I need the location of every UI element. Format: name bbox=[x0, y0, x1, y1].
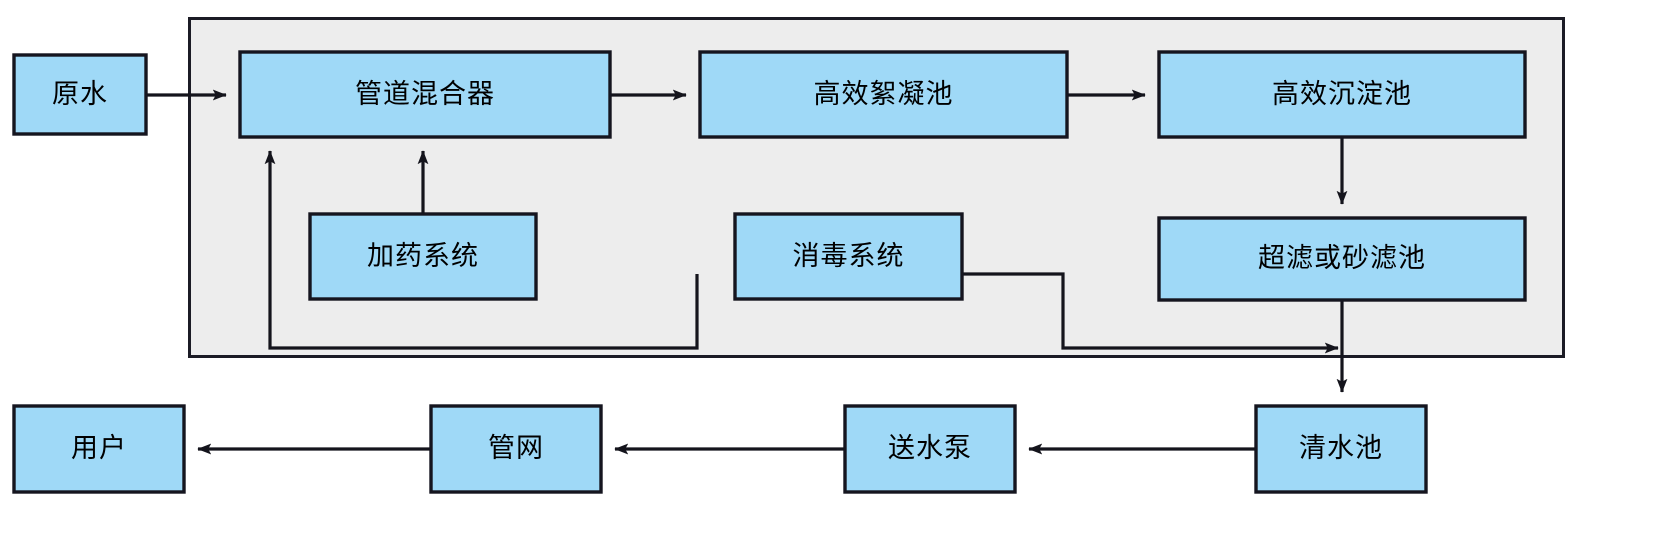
node-water-pump[interactable] bbox=[843, 404, 1017, 494]
node-pipe-mixer[interactable] bbox=[238, 50, 612, 139]
node-pipe-network[interactable] bbox=[429, 404, 603, 494]
node-end-user[interactable] bbox=[12, 404, 186, 494]
node-disinfection[interactable] bbox=[733, 212, 964, 301]
node-flocculation[interactable] bbox=[698, 50, 1069, 139]
node-clear-water-tank[interactable] bbox=[1254, 404, 1428, 494]
node-ultrafiltration[interactable] bbox=[1157, 216, 1527, 302]
node-raw-water[interactable] bbox=[12, 53, 148, 136]
edge-recycle-to-mixer bbox=[264, 150, 699, 350]
node-sedimentation[interactable] bbox=[1157, 50, 1527, 139]
edge-disinfection-to-filter bbox=[962, 272, 1339, 354]
node-dosing-system[interactable] bbox=[308, 212, 538, 301]
